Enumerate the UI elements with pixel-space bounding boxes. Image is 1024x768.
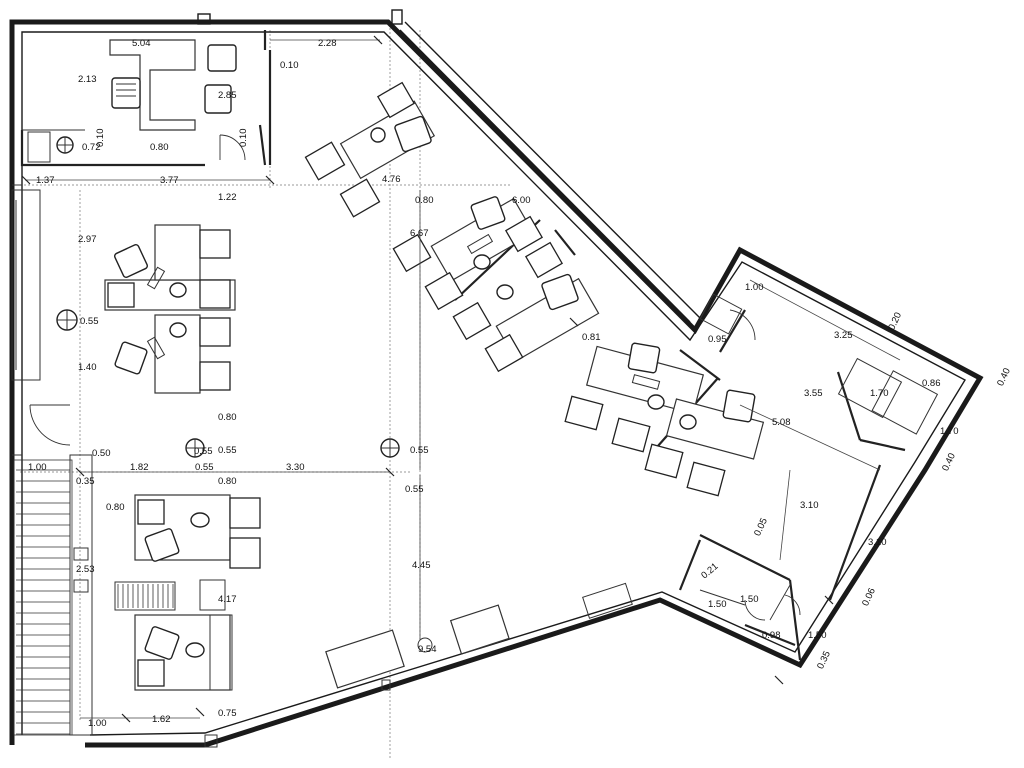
dim-label: 4.76 bbox=[382, 174, 401, 185]
dim-label: 1.22 bbox=[218, 192, 237, 203]
dim-label: 2.85 bbox=[218, 90, 237, 101]
exterior-walls bbox=[9, 9, 984, 748]
dim-label: 0.80 bbox=[106, 502, 125, 513]
dim-label: 0.10 bbox=[238, 129, 249, 148]
dim-label: 9.54 bbox=[418, 644, 437, 655]
dim-label: 0.75 bbox=[218, 708, 237, 719]
dim-label: 0.81 bbox=[582, 332, 601, 343]
dim-label: 0.21 bbox=[699, 561, 720, 581]
dimension-labels: 5.04 2.13 2.85 0.10 2.28 0.80 0.72 0.10 … bbox=[28, 38, 1013, 729]
dim-label: 0.35 bbox=[815, 649, 833, 670]
dim-label: 0.72 bbox=[82, 142, 101, 153]
dim-label: 0.80 bbox=[415, 195, 434, 206]
dim-label: 4.45 bbox=[412, 560, 431, 571]
dim-label: 0.55 bbox=[194, 446, 213, 457]
dim-label: 0.80 bbox=[218, 412, 237, 423]
stair bbox=[13, 454, 93, 736]
dim-label: 6.00 bbox=[512, 195, 531, 206]
dim-label: 1.70 bbox=[870, 388, 889, 399]
dim-label: 0.50 bbox=[92, 448, 111, 459]
dim-label: 0.20 bbox=[886, 311, 904, 332]
dim-label: 2.53 bbox=[76, 564, 95, 575]
dim-label: 0.98 bbox=[762, 630, 781, 641]
dim-label: 0.95 bbox=[708, 334, 727, 345]
dim-label: 0.80 bbox=[150, 142, 169, 153]
dim-label: 1.50 bbox=[708, 599, 727, 610]
dim-label: 1.82 bbox=[130, 462, 149, 473]
dim-label: 3.55 bbox=[804, 388, 823, 399]
dim-label: 3.10 bbox=[800, 500, 819, 511]
dim-label: 4.17 bbox=[218, 594, 237, 605]
dim-label: 5.04 bbox=[132, 38, 151, 49]
dim-label: 1.62 bbox=[152, 714, 171, 725]
dim-label: 0.55 bbox=[218, 445, 237, 456]
dimension-ticks bbox=[21, 35, 834, 723]
dim-label: 1.50 bbox=[808, 630, 827, 641]
dim-label: 1.00 bbox=[88, 718, 107, 729]
dim-label: 0.80 bbox=[218, 476, 237, 487]
dim-label: 0.55 bbox=[195, 462, 214, 473]
dim-label: 3.30 bbox=[286, 462, 305, 473]
interior-partitions bbox=[11, 30, 906, 661]
dim-label: 0.55 bbox=[410, 445, 429, 456]
right-rooms bbox=[699, 293, 939, 621]
dim-label: 2.28 bbox=[318, 38, 337, 49]
dim-label: 0.55 bbox=[405, 484, 424, 495]
dim-label: 0.06 bbox=[860, 586, 878, 607]
diagonal-wing-desks bbox=[304, 81, 765, 497]
dim-label: 3.10 bbox=[868, 537, 887, 548]
dim-label: 2.13 bbox=[78, 74, 97, 85]
dim-label: 0.40 bbox=[995, 366, 1013, 387]
dim-label: 2.97 bbox=[78, 234, 97, 245]
dim-label: 1.40 bbox=[78, 362, 97, 373]
dim-label: 0.10 bbox=[280, 60, 299, 71]
dim-label: 1.50 bbox=[740, 594, 759, 605]
dim-label: 3.77 bbox=[160, 175, 179, 186]
open-office-desks bbox=[56, 224, 236, 394]
dim-label: 0.86 bbox=[922, 378, 941, 389]
dimension-lines bbox=[25, 39, 901, 719]
dim-label: 1.00 bbox=[745, 282, 764, 293]
dim-label: 0.05 bbox=[752, 516, 770, 537]
lower-left-desks bbox=[29, 404, 400, 691]
manager-office bbox=[56, 39, 267, 166]
dim-label: 1.37 bbox=[36, 175, 55, 186]
reception-area bbox=[204, 582, 633, 748]
dim-label: 0.55 bbox=[80, 316, 99, 327]
dim-label: 6.67 bbox=[410, 228, 429, 239]
dim-label: 5.08 bbox=[772, 417, 791, 428]
grid-lines bbox=[20, 20, 510, 760]
dim-label: 0.10 bbox=[95, 129, 106, 148]
dim-label: 0.40 bbox=[940, 451, 958, 472]
dim-label: 1.00 bbox=[28, 462, 47, 473]
dim-label: 3.25 bbox=[834, 330, 853, 341]
dim-label: 0.35 bbox=[76, 476, 95, 487]
dim-label: 1.70 bbox=[940, 426, 959, 437]
